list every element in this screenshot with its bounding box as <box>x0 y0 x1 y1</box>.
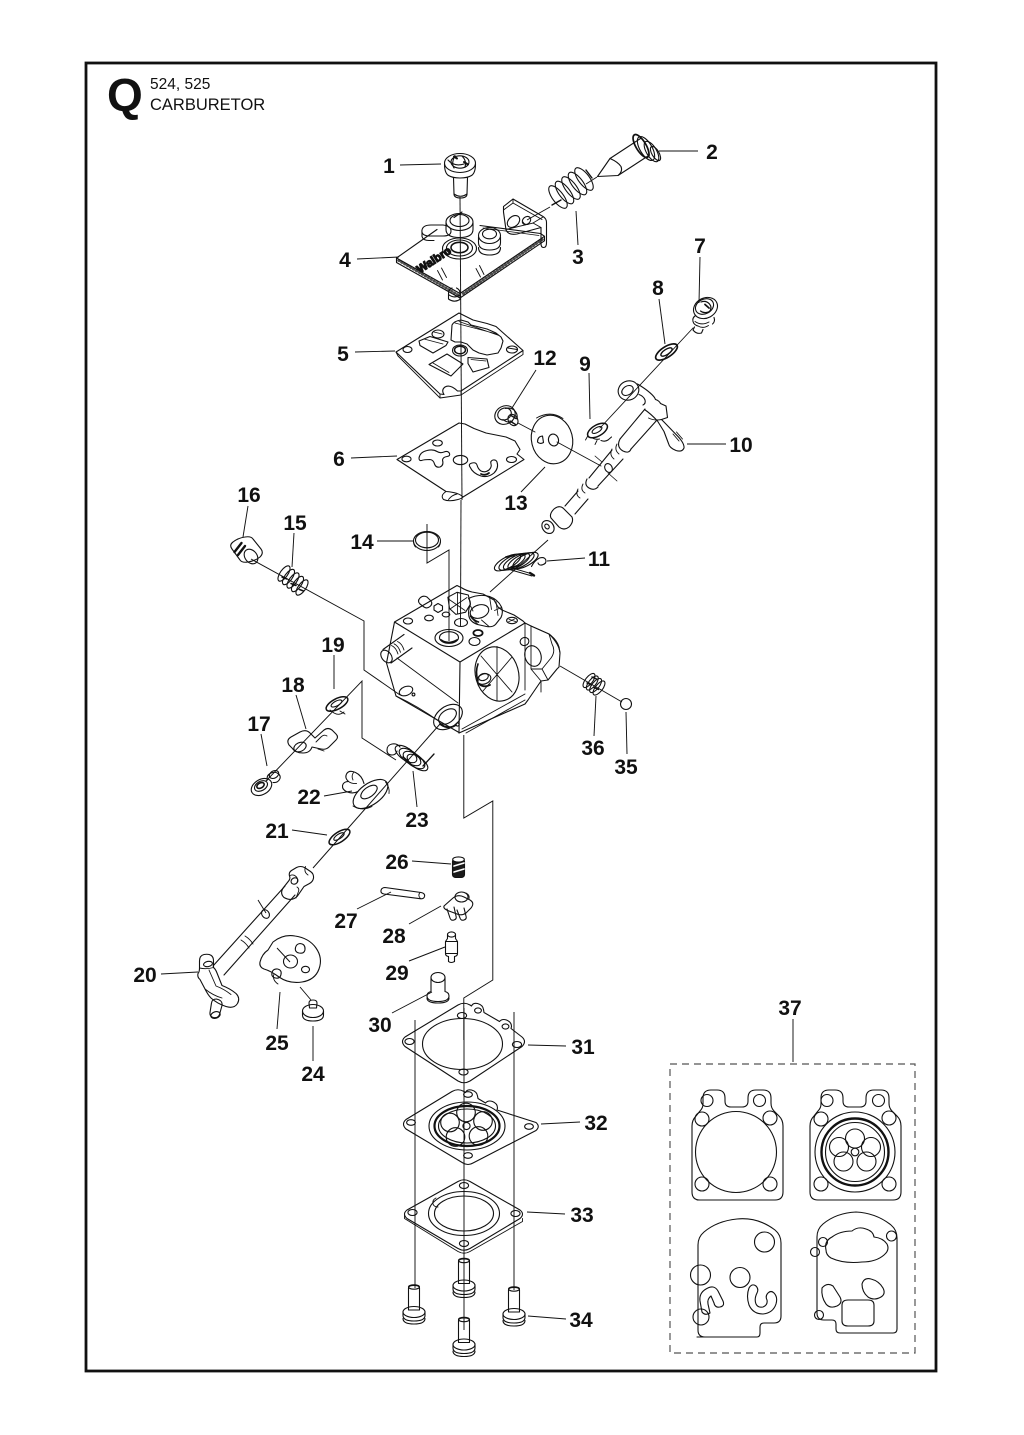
svg-text:19: 19 <box>321 634 344 657</box>
svg-text:18: 18 <box>281 674 305 697</box>
svg-text:CARBURETOR: CARBURETOR <box>150 96 265 114</box>
svg-text:22: 22 <box>297 786 320 809</box>
svg-text:34: 34 <box>569 1309 593 1332</box>
svg-text:23: 23 <box>405 809 428 832</box>
svg-text:524, 525: 524, 525 <box>150 76 210 93</box>
svg-text:31: 31 <box>571 1036 595 1059</box>
svg-text:6: 6 <box>333 448 345 471</box>
svg-text:10: 10 <box>729 434 752 457</box>
svg-text:33: 33 <box>570 1204 593 1227</box>
svg-text:16: 16 <box>237 484 260 507</box>
svg-text:36: 36 <box>581 737 604 760</box>
svg-text:1: 1 <box>383 155 395 178</box>
svg-text:29: 29 <box>385 962 408 985</box>
svg-text:35: 35 <box>614 756 638 779</box>
svg-text:26: 26 <box>385 851 408 874</box>
svg-text:Q: Q <box>107 69 143 121</box>
svg-text:3: 3 <box>572 246 584 269</box>
svg-text:7: 7 <box>694 235 706 258</box>
svg-text:21: 21 <box>265 820 289 843</box>
svg-text:30: 30 <box>368 1014 391 1037</box>
svg-text:15: 15 <box>283 512 307 535</box>
svg-text:13: 13 <box>504 492 527 515</box>
svg-text:25: 25 <box>265 1032 289 1055</box>
svg-text:2: 2 <box>706 141 718 164</box>
svg-text:28: 28 <box>382 925 406 948</box>
svg-text:24: 24 <box>301 1063 325 1086</box>
svg-text:14: 14 <box>350 531 374 554</box>
svg-text:8: 8 <box>652 277 664 300</box>
svg-text:17: 17 <box>247 713 270 736</box>
svg-text:32: 32 <box>584 1112 607 1135</box>
svg-text:20: 20 <box>133 964 156 987</box>
svg-text:11: 11 <box>588 548 611 571</box>
svg-text:12: 12 <box>533 347 556 370</box>
svg-text:4: 4 <box>339 249 351 272</box>
svg-text:37: 37 <box>778 997 801 1020</box>
svg-text:27: 27 <box>334 910 357 933</box>
svg-text:9: 9 <box>579 353 591 376</box>
svg-text:5: 5 <box>337 343 349 366</box>
